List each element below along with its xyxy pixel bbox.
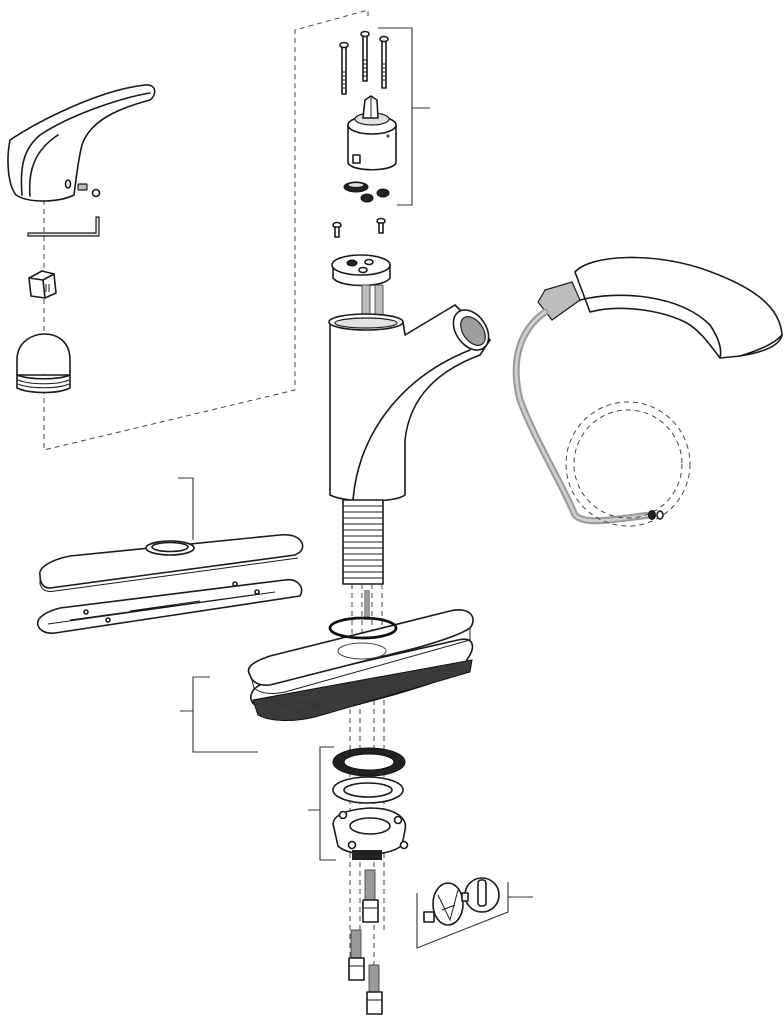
mounting-nut (332, 807, 409, 860)
cartridge-kit-bracket (378, 27, 430, 206)
handle-adapter (28, 270, 57, 299)
retainer-screws (332, 217, 386, 238)
deck-plate-bracket (180, 676, 258, 753)
set-screw (77, 183, 101, 198)
cartridge-seals (343, 181, 390, 203)
hex-wrench (27, 216, 100, 237)
pull-out-spray-head (537, 256, 783, 359)
mounting-screws (339, 30, 389, 95)
friction-washer (332, 747, 406, 777)
handle-lever (7, 84, 156, 202)
escutcheon-plate-optional (36, 477, 304, 634)
mounting-kit-bracket (308, 746, 336, 861)
assembly-guide-dashed (43, 9, 369, 451)
supply-hoses (348, 869, 383, 1015)
cap-bonnet (16, 333, 71, 394)
cartridge (347, 95, 397, 171)
spout-body (328, 304, 491, 502)
hose-clips (416, 877, 533, 949)
waterway-disc (331, 254, 391, 287)
flat-washer (332, 776, 404, 804)
spray-hose (512, 308, 691, 527)
waterway-hoses-upper (361, 284, 384, 316)
threaded-shank (342, 499, 384, 585)
deck-plate (247, 609, 474, 721)
